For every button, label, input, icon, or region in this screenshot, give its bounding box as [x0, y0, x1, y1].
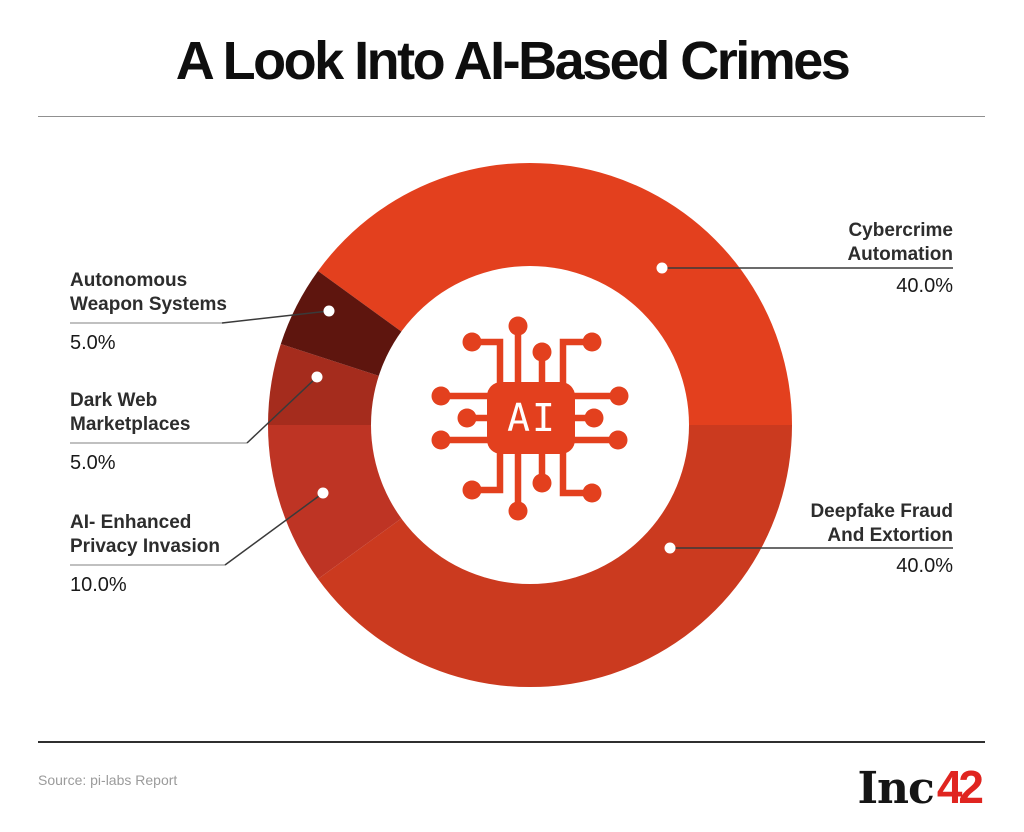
title-divider	[38, 116, 985, 117]
leader-line-dark-web	[246, 376, 318, 444]
label-cybercrime-automation: Cybercrime Automation	[847, 220, 953, 265]
leader-line-autonomous	[221, 310, 330, 324]
pct-cybercrime-automation: 40.0%	[896, 275, 953, 297]
chip-nodes	[431, 316, 629, 521]
page-title: A Look Into AI-Based Crimes	[175, 31, 851, 91]
pct-autonomous-weapon-systems: 5.0%	[70, 332, 116, 354]
logo-text-42: 42	[936, 761, 984, 813]
pct-dark-web-marketplaces: 5.0%	[70, 452, 116, 474]
label-ai-enhanced-privacy-invasion: AI- Enhanced Privacy Invasion	[70, 512, 220, 557]
label-underlines	[70, 322, 247, 566]
label-dark-web-marketplaces: Dark Web Marketplaces	[70, 390, 191, 435]
leader-line-ai-enhanced	[224, 492, 324, 566]
label-dot-ai-enhanced	[317, 487, 329, 499]
label-deepfake-fraud-and-extortion: Deepfake Fraud And Extortion	[810, 501, 953, 546]
footer-divider	[38, 741, 985, 743]
pct-ai-enhanced-privacy-invasion: 10.0%	[70, 574, 127, 596]
pct-deepfake-fraud-and-extortion: 40.0%	[896, 555, 953, 577]
source-note: Source: pi-labs Report	[38, 772, 178, 788]
chip-traces	[448, 333, 612, 504]
inc42-logo: Inc 42	[857, 760, 984, 814]
chip-ai-label: AI	[507, 396, 557, 440]
label-autonomous-weapon-systems: Autonomous Weapon Systems	[70, 270, 227, 315]
ai-chip-icon: AI	[431, 316, 629, 521]
logo-text-inc: Inc	[857, 763, 934, 814]
label-dot-dark-web	[311, 371, 323, 383]
label-dot-autonomous	[323, 305, 335, 317]
label-dot-deepfake	[664, 542, 676, 554]
label-dot-cybercrime	[656, 262, 668, 274]
leader-lines	[221, 267, 953, 566]
label-dots	[311, 262, 676, 554]
chip-body	[487, 382, 575, 454]
